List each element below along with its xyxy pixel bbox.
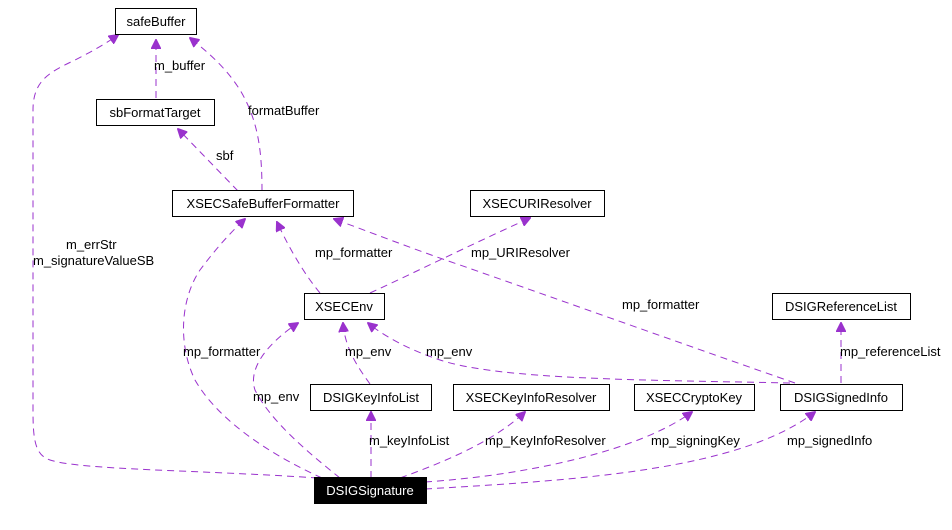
- edge-label-mp-uriresolver: mp_URIResolver: [471, 245, 571, 260]
- edge-mp-uriresolver: [369, 218, 530, 294]
- edge-label-mp-env-signature: mp_env: [253, 389, 300, 404]
- edge-mp-signingkey: [424, 412, 692, 483]
- edge-sbf: [178, 129, 239, 192]
- edges: [32, 35, 841, 490]
- edge-mp-signedinfo: [424, 412, 815, 490]
- node-xseccryptokey[interactable]: XSECCryptoKey: [634, 384, 755, 411]
- edge-mp-formatter-signedinfo: [334, 219, 796, 384]
- node-label-safebuffer: safeBuffer: [126, 14, 186, 29]
- node-safebuffer[interactable]: safeBuffer: [115, 8, 197, 35]
- node-label-xsecuriresolver: XSECURIResolver: [482, 196, 592, 211]
- edge-mp-keyinforesolver: [399, 412, 525, 479]
- node-label-xsecenv: XSECEnv: [315, 299, 373, 314]
- edge-mp-env-signedinfo: [368, 323, 791, 384]
- edge-label-m-errstr: m_errStr: [66, 237, 117, 252]
- node-dsigkeyinfolist[interactable]: DSIGKeyInfoList: [310, 384, 432, 411]
- node-xsecuriresolver[interactable]: XSECURIResolver: [470, 190, 605, 217]
- node-sbformattarget[interactable]: sbFormatTarget: [96, 99, 215, 126]
- edge-label-mp-referencelist: mp_referenceList: [840, 344, 941, 359]
- node-dsigreferencelist[interactable]: DSIGReferenceList: [772, 293, 911, 320]
- edge-label-mp-signingkey: mp_signingKey: [651, 433, 740, 448]
- node-label-xsecsafebufferformatter: XSECSafeBufferFormatter: [187, 196, 341, 211]
- edge-label-mp-env-keyinfolist: mp_env: [345, 344, 392, 359]
- node-dsigsignedinfo[interactable]: DSIGSignedInfo: [780, 384, 903, 411]
- node-dsigsignature[interactable]: DSIGSignature: [314, 477, 427, 504]
- node-xseckeyinforesolver[interactable]: XSECKeyInfoResolver: [453, 384, 610, 411]
- edge-label-mp-formatter-signedinfo: mp_formatter: [622, 297, 700, 312]
- edge-label-format-buffer: formatBuffer: [248, 103, 320, 118]
- edge-label-m-keyinfolist: m_keyInfoList: [369, 433, 450, 448]
- edge-labels: m_buffer formatBuffer sbf m_errStr m_sig…: [33, 58, 941, 448]
- edge-label-mp-formatter-signature: mp_formatter: [183, 344, 261, 359]
- edge-mp-formatter-signature: [183, 219, 323, 479]
- node-label-dsigsignature: DSIGSignature: [326, 483, 413, 498]
- nodes: safeBuffer sbFormatTarget XSECSafeBuffer…: [96, 8, 911, 504]
- edge-label-sbf: sbf: [216, 148, 234, 163]
- node-label-dsigsignedinfo: DSIGSignedInfo: [794, 390, 888, 405]
- edge-label-mp-keyinforesolver: mp_KeyInfoResolver: [485, 433, 606, 448]
- node-label-xseccryptokey: XSECCryptoKey: [646, 390, 743, 405]
- node-label-dsigkeyinfolist: DSIGKeyInfoList: [323, 390, 419, 405]
- edge-mp-formatter-env: [277, 222, 321, 294]
- edge-label-m-buffer: m_buffer: [154, 58, 206, 73]
- node-label-dsigreferencelist: DSIGReferenceList: [785, 299, 897, 314]
- node-xsecsafebufferformatter[interactable]: XSECSafeBufferFormatter: [172, 190, 354, 217]
- node-label-sbformattarget: sbFormatTarget: [109, 105, 200, 120]
- edge-label-mp-formatter-env: mp_formatter: [315, 245, 393, 260]
- edge-label-mp-env-signedinfo: mp_env: [426, 344, 473, 359]
- node-label-xseckeyinforesolver: XSECKeyInfoResolver: [466, 390, 597, 405]
- edge-mp-env-signature: [253, 323, 341, 479]
- edge-mp-env-keyinfolist: [343, 323, 371, 385]
- edge-m-errstr: [32, 35, 319, 479]
- node-xsecenv[interactable]: XSECEnv: [304, 293, 385, 320]
- edge-label-m-signaturevaluesb: m_signatureValueSB: [33, 253, 154, 268]
- edge-label-mp-signedinfo: mp_signedInfo: [787, 433, 872, 448]
